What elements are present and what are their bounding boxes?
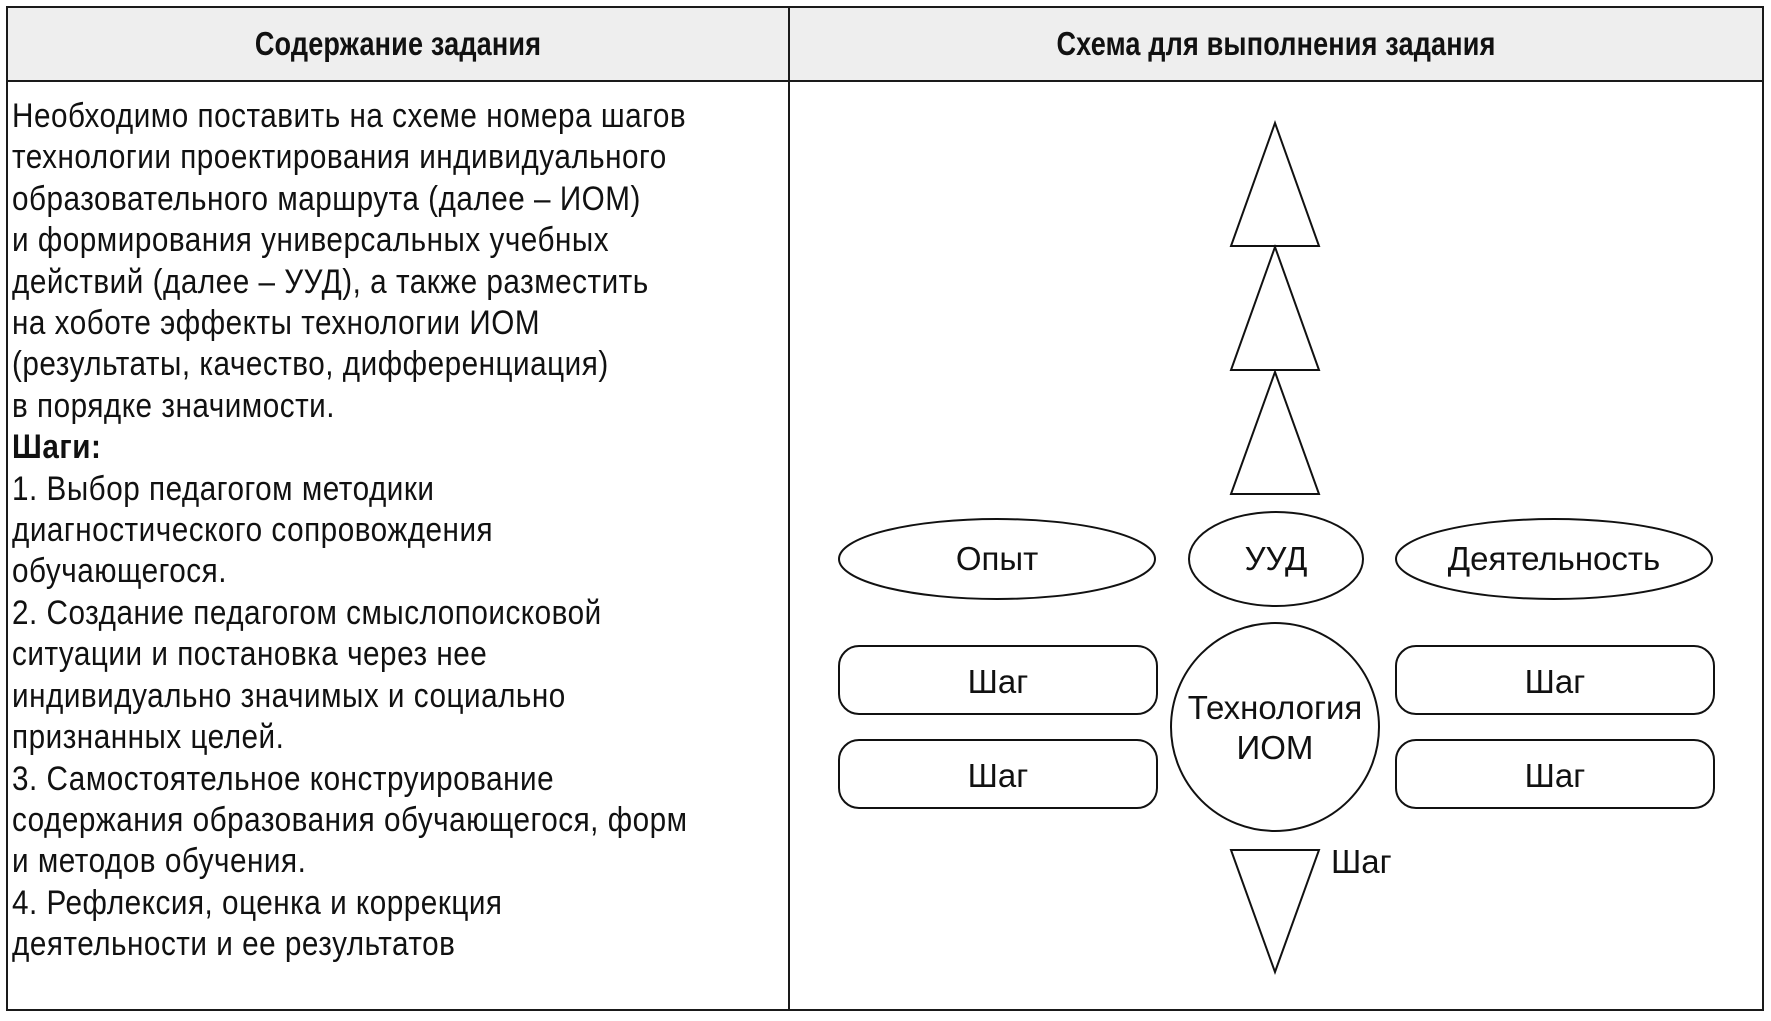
intro-line: образовательного маршрута (далее – ИОМ)	[12, 179, 641, 218]
step-box-left-bottom	[838, 739, 1158, 809]
step-line: и методов обучения.	[12, 842, 307, 881]
central-circle-label-line2: ИОМ	[1237, 729, 1314, 766]
step-box-right-bottom	[1395, 739, 1715, 809]
step-line: 1. Выбор педагогом методики	[12, 469, 435, 508]
step-line: признанных целей.	[12, 718, 285, 757]
step-line: 3. Самостоятельное конструирование	[12, 759, 555, 798]
intro-line: на хоботе эффекты технологии ИОМ	[12, 304, 541, 343]
task-table: Содержание задания Схема для выполнения …	[6, 6, 1764, 1011]
intro-line: Необходимо поставить на схеме номера шаг…	[12, 97, 687, 135]
step-line: индивидуально значимых и социально	[12, 676, 566, 715]
ellipse-experience	[838, 518, 1156, 600]
step-line: диагностического сопровождения	[12, 511, 494, 550]
trunk-triangle-bottom	[1229, 369, 1321, 495]
trunk-triangle-middle	[1229, 244, 1321, 371]
central-circle-label-line1: Технология	[1188, 689, 1363, 726]
header-task-content: Содержание задания	[254, 25, 542, 62]
step-box-right-top-label: Шаг	[1525, 663, 1586, 700]
step-line: 2. Создание педагогом смыслопоисковой	[12, 593, 602, 632]
step-line: ситуации и постановка через нее	[12, 635, 488, 674]
step-line: содержания образования обучающегося, фор…	[12, 800, 688, 839]
ellipse-uud	[1188, 511, 1364, 607]
step-line: деятельности и ее результатов	[12, 925, 456, 964]
step-line: обучающегося.	[12, 552, 227, 591]
step-box-left-top-label: Шаг	[968, 663, 1029, 700]
table-header-row: Содержание задания Схема для выполнения …	[8, 8, 1762, 82]
central-circle	[1170, 622, 1380, 832]
steps-heading: Шаги:	[12, 428, 102, 467]
step-box-left-bottom-label: Шаг	[968, 757, 1029, 794]
intro-line: в порядке значимости.	[12, 386, 336, 425]
intro-line: (результаты, качество, дифференциация)	[12, 345, 609, 384]
intro-line: и формирования универсальных учебных	[12, 221, 610, 260]
intro-line: технологии проектирования индивидуальног…	[12, 138, 667, 177]
step-box-left-top	[838, 645, 1158, 715]
trunk-triangle-top	[1229, 120, 1321, 247]
ellipse-activity-label: Деятельность	[1448, 540, 1660, 577]
step-box-right-top	[1395, 645, 1715, 715]
step-box-right-bottom-label: Шаг	[1525, 757, 1586, 794]
intro-line: действий (далее – УУД), а также размести…	[12, 262, 649, 301]
ellipse-activity	[1395, 518, 1713, 600]
bottom-step-label: Шаг	[1331, 843, 1392, 880]
ellipse-uud-label: УУД	[1245, 540, 1308, 577]
ellipse-experience-label: Опыт	[956, 540, 1038, 577]
step-line: 4. Рефлексия, оценка и коррекция	[12, 883, 503, 922]
column-divider	[788, 8, 790, 1009]
bottom-inverted-triangle	[1229, 849, 1321, 975]
task-content-text: Необходимо поставить на схеме номера шаг…	[12, 96, 760, 966]
header-task-scheme: Схема для выполнения задания	[1056, 25, 1496, 62]
